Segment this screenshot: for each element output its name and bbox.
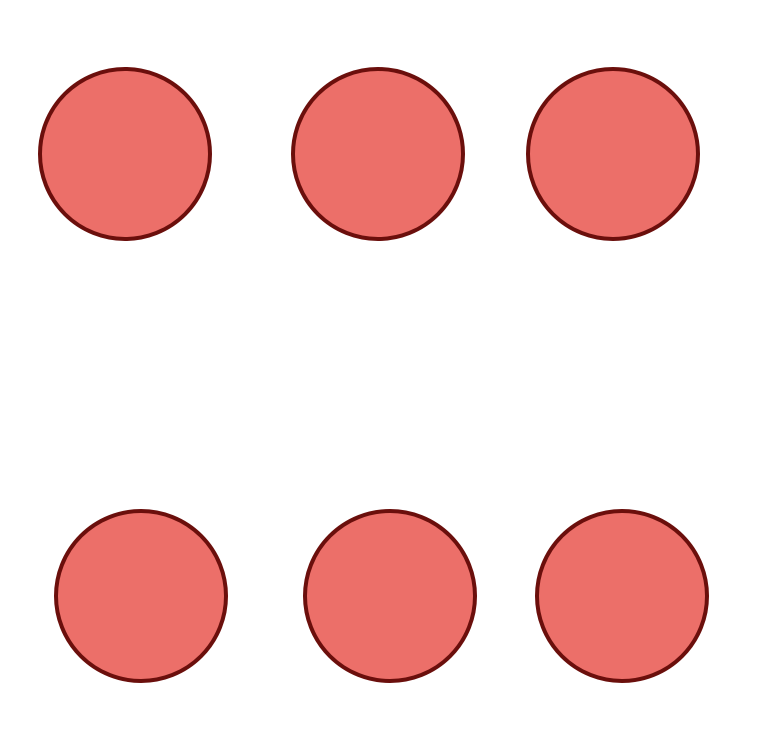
dot-1-1 xyxy=(38,67,212,241)
dot-row-1 xyxy=(38,67,700,241)
dot-1-2 xyxy=(291,67,465,241)
dot-2-2 xyxy=(303,509,477,683)
dot-2-1 xyxy=(54,509,228,683)
dot-row-2 xyxy=(54,509,709,683)
dot-2-3 xyxy=(535,509,709,683)
dot-1-3 xyxy=(526,67,700,241)
